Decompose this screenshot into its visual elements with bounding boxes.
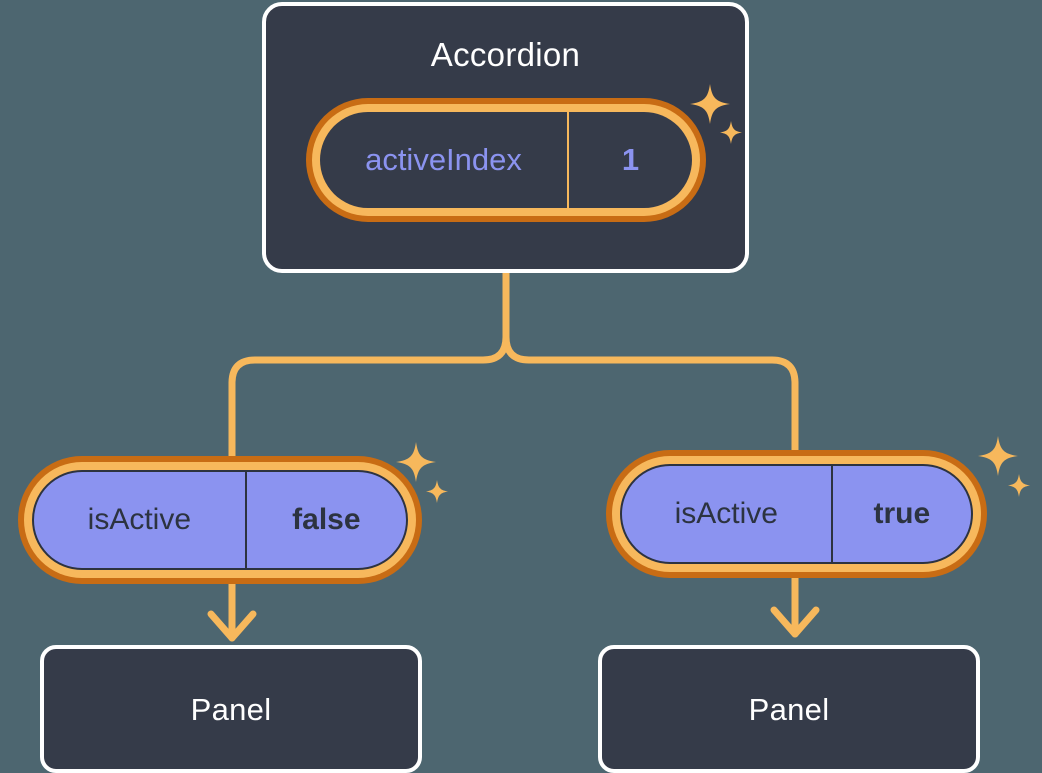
connector-trunk-left — [228, 333, 510, 462]
arrowhead-right-icon — [770, 606, 820, 638]
state-key-label: isActive — [87, 503, 192, 536]
accordion-card-title: Accordion — [430, 36, 581, 73]
state-pill-isactive-false[interactable]: isActive false — [18, 456, 422, 584]
state-key-label: activeIndex — [365, 142, 522, 177]
state-value-label: 1 — [567, 112, 692, 208]
panel-card-right[interactable]: Panel — [598, 645, 980, 773]
pill-content: isActive false — [32, 470, 408, 570]
panel-card-title: Panel — [748, 691, 830, 727]
panel-card-left[interactable]: Panel — [40, 645, 422, 773]
arrowhead-left-icon — [207, 610, 257, 642]
state-pill-isactive-true[interactable]: isActive true — [606, 450, 987, 578]
panel-card-title: Panel — [190, 691, 272, 727]
state-value-label: true — [830, 466, 971, 562]
state-value-label: false — [244, 472, 406, 568]
pill-content: activeIndex 1 — [320, 112, 692, 208]
connector-trunk-split — [502, 269, 799, 456]
state-pill-activeindex[interactable]: activeIndex 1 — [306, 98, 706, 222]
pill-content: isActive true — [620, 464, 973, 564]
state-key-label: isActive — [674, 497, 778, 530]
